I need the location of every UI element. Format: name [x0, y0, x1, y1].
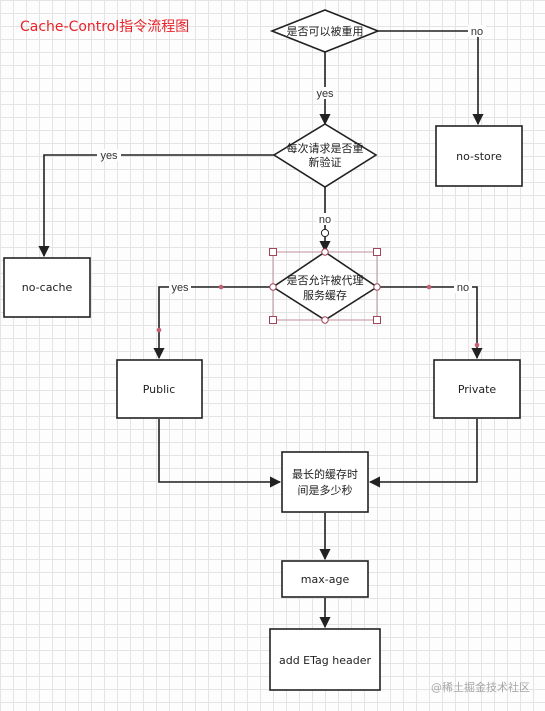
edge-dot	[426, 284, 432, 290]
diagram-title: Cache-Control指令流程图	[20, 19, 189, 35]
node-no-store-label: no-store	[456, 150, 502, 163]
watermark: @稀土掘金技术社区	[431, 680, 530, 694]
decision-proxy-cache[interactable]: 是否允许被代理 服务缓存	[269, 228, 381, 324]
edges	[38, 30, 484, 629]
label-bg	[314, 87, 336, 99]
node-max-time-label-line1: 最长的缓存时	[292, 467, 358, 481]
edge-reusable-to-no-store	[378, 30, 484, 126]
label-bg	[169, 281, 191, 293]
box-shape	[281, 560, 369, 598]
node-no-cache[interactable]: no-cache	[3, 257, 91, 318]
edge-label-reusable-yes: yes	[316, 88, 334, 100]
label-bg	[468, 25, 486, 37]
edge-proxy-to-private	[377, 286, 483, 360]
edge-label-revalidate-yes: yes	[100, 150, 118, 162]
node-max-age[interactable]: max-age	[281, 560, 369, 598]
box-shape	[281, 451, 369, 513]
node-max-age-label: max-age	[301, 573, 350, 586]
resize-handle[interactable]	[269, 316, 277, 324]
node-max-time-label-line2: 间是多少秒	[298, 483, 353, 497]
connection-handle[interactable]	[269, 283, 277, 291]
diamond-shape	[272, 123, 378, 188]
box-shape	[433, 359, 521, 419]
decision-reusable-label: 是否可以被重用	[287, 24, 364, 38]
edge-label-reusable-no: no	[471, 26, 483, 38]
box-shape	[116, 359, 203, 419]
label-bg	[316, 213, 334, 225]
box-shape	[435, 125, 523, 187]
edge-label-revalidate-no: no	[319, 214, 331, 226]
edge-public-to-max-time	[158, 419, 282, 488]
resize-handle[interactable]	[269, 248, 277, 256]
connection-handle[interactable]	[321, 248, 329, 256]
decision-revalidate-label-line2: 新验证	[309, 155, 342, 169]
node-private[interactable]: Private	[433, 359, 521, 419]
node-etag[interactable]: add ETag header	[269, 628, 381, 691]
edge-private-to-max-time	[368, 419, 478, 488]
edge-label-proxy-yes: yes	[171, 282, 189, 294]
decision-reusable[interactable]: 是否可以被重用	[269, 9, 381, 53]
decision-proxy-label-line2: 服务缓存	[303, 288, 347, 302]
node-public[interactable]: Public	[116, 359, 203, 419]
edge-proxy-to-public	[153, 286, 273, 360]
diamond-shape	[269, 9, 381, 53]
rotate-handle[interactable]	[320, 228, 330, 238]
resize-handle[interactable]	[373, 316, 381, 324]
node-max-time[interactable]: 最长的缓存时 间是多少秒	[281, 451, 369, 513]
edge-revalidate-to-no-cache	[38, 154, 274, 258]
label-bg	[97, 149, 121, 161]
resize-handle[interactable]	[373, 248, 381, 256]
decision-revalidate[interactable]: 每次请求是否重 新验证	[272, 123, 378, 188]
node-public-label: Public	[143, 383, 176, 396]
box-shape	[269, 628, 381, 691]
edge-dot	[156, 327, 162, 333]
decision-revalidate-label-line1: 每次请求是否重	[287, 141, 364, 155]
edge-dot	[218, 284, 224, 290]
edge-dot	[474, 342, 480, 348]
connection-handle[interactable]	[373, 283, 381, 291]
node-no-cache-label: no-cache	[22, 281, 73, 294]
node-private-label: Private	[458, 383, 497, 396]
node-etag-label: add ETag header	[279, 654, 372, 667]
decision-proxy-label-line1: 是否允许被代理	[287, 273, 364, 287]
box-shape	[3, 257, 91, 318]
edge-label-proxy-no: no	[457, 282, 469, 294]
label-bg	[454, 281, 472, 293]
node-no-store[interactable]: no-store	[435, 125, 523, 187]
connection-handle[interactable]	[321, 316, 329, 324]
